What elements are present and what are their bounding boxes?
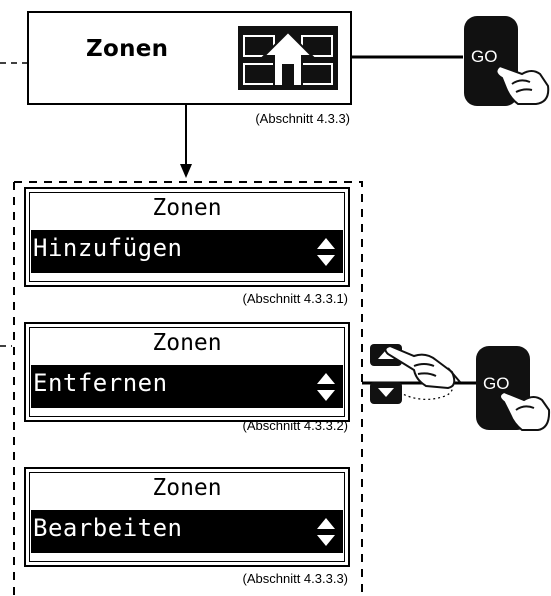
submenu-screen-bearbeiten[interactable]: Zonen Bearbeiten (24, 467, 350, 567)
screen-title: Zonen (152, 330, 222, 356)
nav-keys-group (370, 344, 461, 404)
up-down-arrows-icon (317, 238, 335, 266)
up-down-arrows-icon (317, 373, 335, 401)
screen-caption: (Abschnitt 4.3.3.3) (242, 571, 349, 586)
submenu-screen-entfernen[interactable]: Zonen Entfernen (24, 322, 350, 422)
screen-title: Zonen (152, 475, 222, 501)
submenu-group-frame (13, 181, 363, 596)
go-button-label: GO (483, 374, 510, 393)
main-menu-caption: (Abschnitt 4.3.3) (255, 111, 350, 126)
pointing-hand-icon (384, 344, 461, 390)
selection-bar: Bearbeiten (31, 510, 343, 553)
finger-motion-path (394, 381, 454, 400)
pointing-hand-icon (499, 390, 551, 431)
selection-bar: Entfernen (31, 365, 343, 408)
up-down-arrows-icon (317, 518, 335, 546)
submenu-screen-hinzufuegen[interactable]: Zonen Hinzufügen (24, 187, 350, 287)
go-button-bottom[interactable] (474, 344, 551, 436)
menu-item-label: Entfernen (33, 369, 168, 397)
home-icon (238, 26, 338, 90)
main-menu-title: Zonen (86, 36, 169, 62)
screen-caption: (Abschnitt 4.3.3.1) (242, 291, 349, 306)
down-arrow-head (180, 164, 192, 178)
go-button-label: GO (471, 47, 498, 66)
selection-bar: Hinzufügen (31, 230, 343, 273)
go-button-top[interactable] (462, 14, 551, 110)
screen-caption: (Abschnitt 4.3.3.2) (242, 418, 349, 433)
menu-item-label: Bearbeiten (33, 514, 183, 542)
arrow-down-key-icon[interactable] (370, 382, 402, 404)
screen-title: Zonen (152, 195, 222, 221)
pointing-hand-icon (495, 64, 550, 105)
menu-item-label: Hinzufügen (33, 234, 183, 262)
